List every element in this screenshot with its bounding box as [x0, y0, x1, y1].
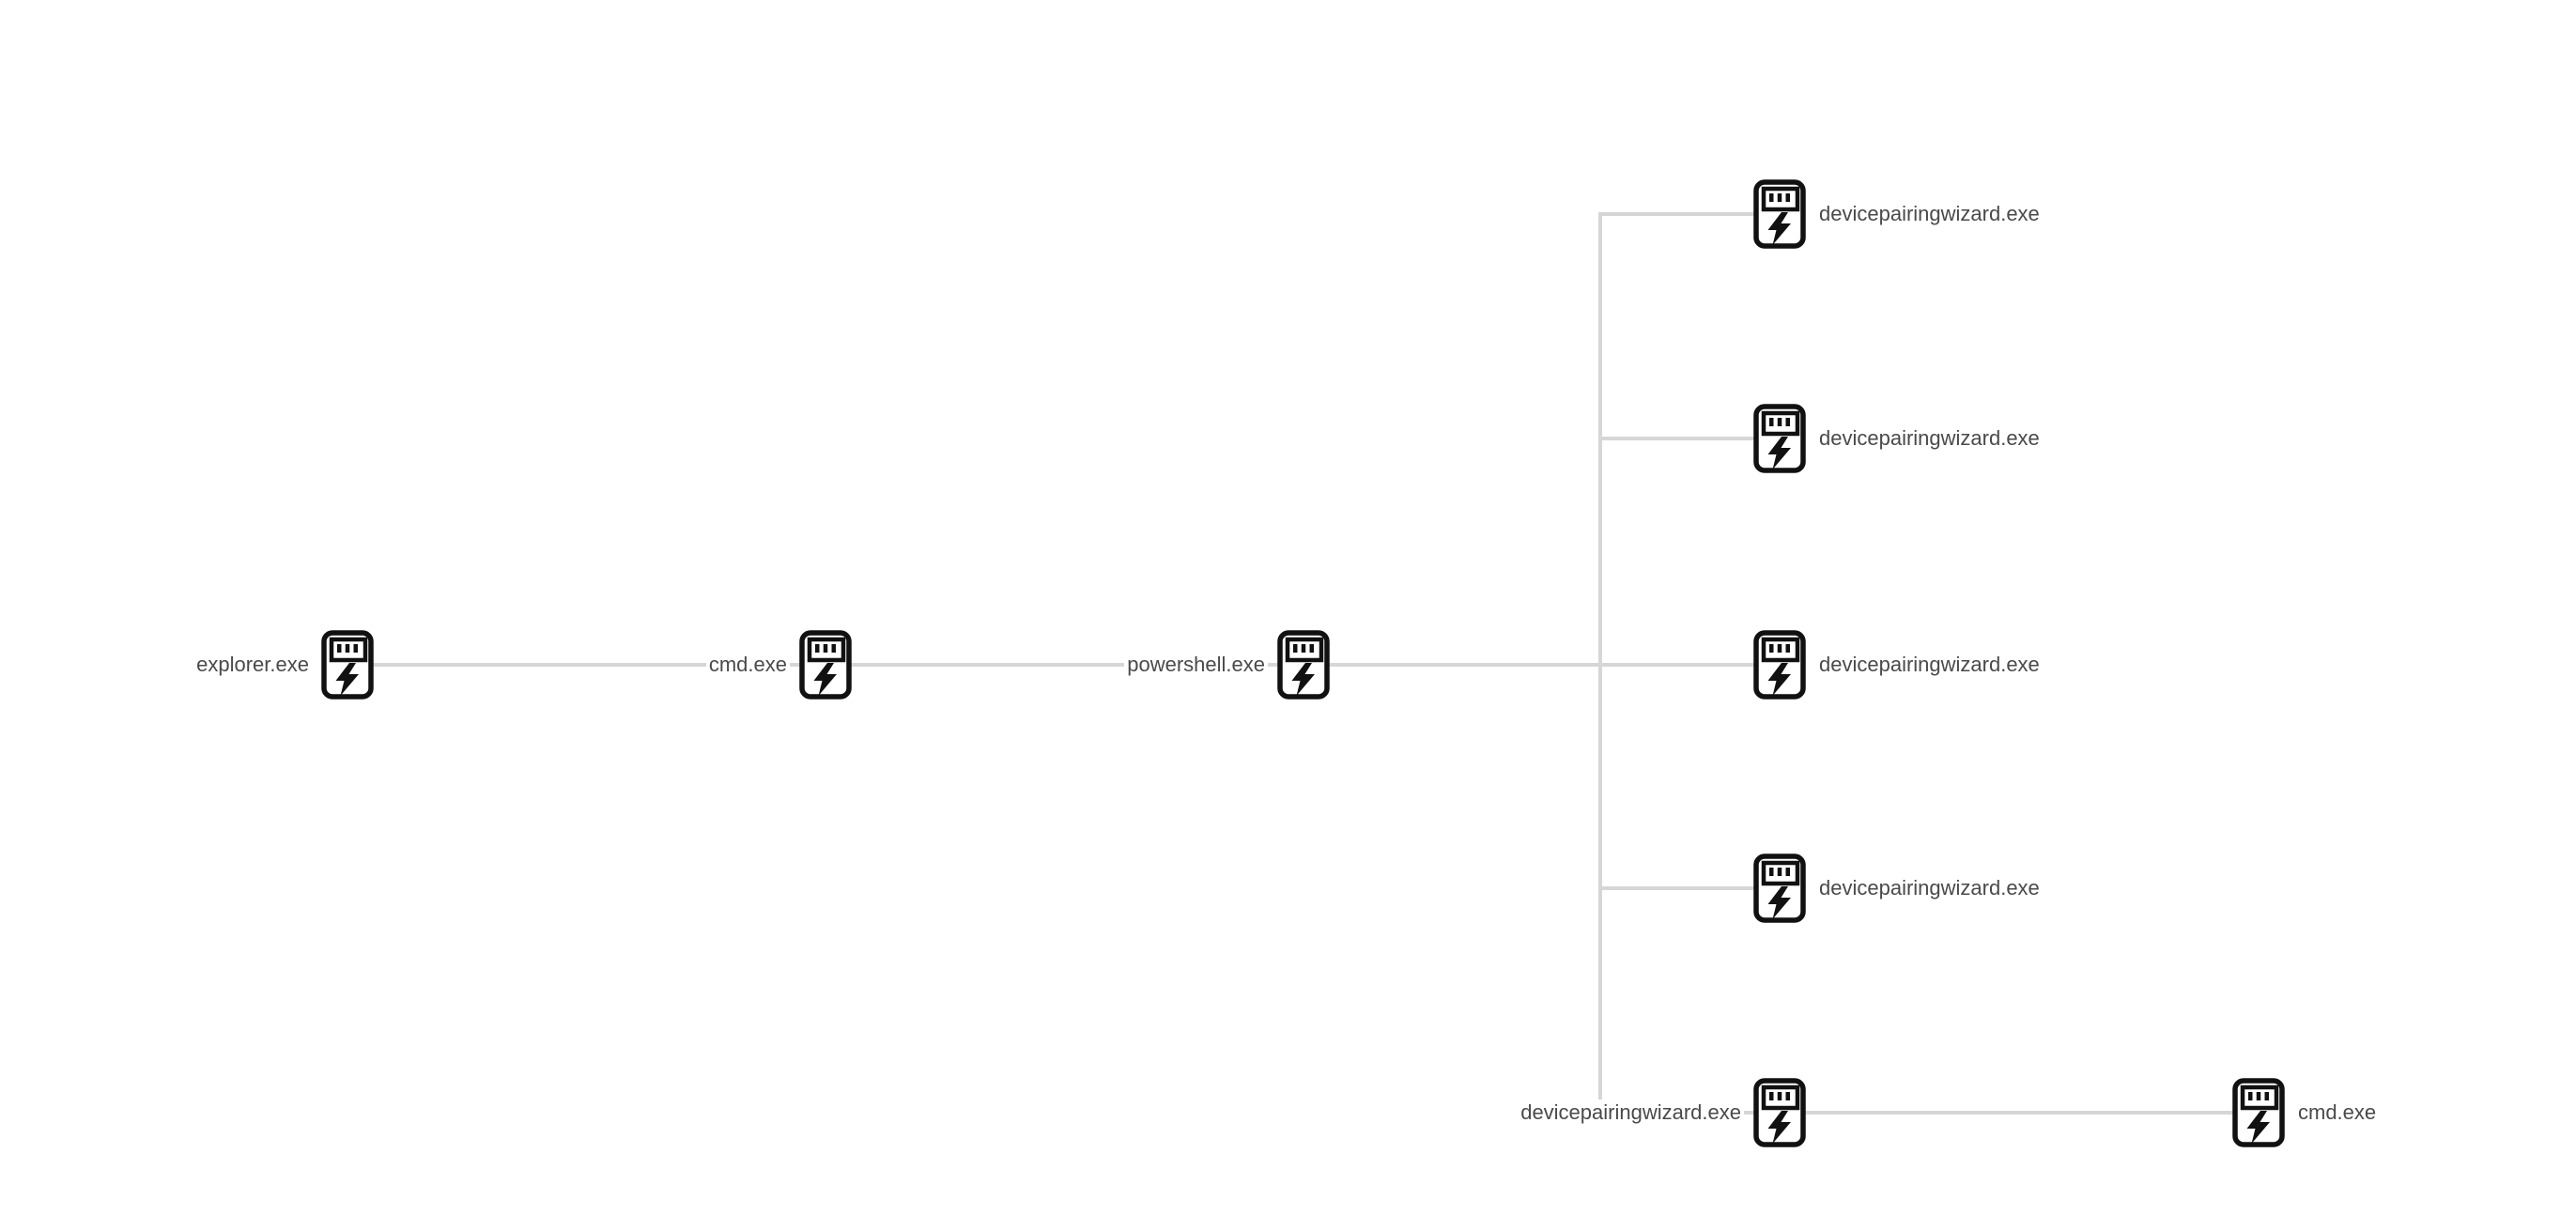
process-node-devicepairingwizard-3[interactable]: devicepairingwizard.exe — [1753, 630, 2043, 700]
edge-connector — [1598, 886, 1778, 890]
process-lightning-icon — [799, 630, 852, 700]
process-name-label: devicepairingwizard.exe — [1816, 652, 2043, 678]
edge-connector — [1598, 437, 1778, 440]
edge-connector — [346, 663, 1778, 667]
process-lightning-icon — [2232, 1078, 2285, 1147]
process-lightning-icon — [1753, 404, 1806, 473]
process-node-devicepairingwizard-4[interactable]: devicepairingwizard.exe — [1753, 854, 2043, 923]
process-name-label: devicepairingwizard.exe — [1816, 425, 2043, 452]
process-node-explorer[interactable]: explorer.exe — [193, 630, 374, 700]
edge-connector — [1598, 212, 1602, 1113]
process-lightning-icon — [321, 630, 374, 700]
process-name-label: cmd.exe — [2295, 1100, 2380, 1126]
edge-connector — [1598, 212, 1778, 216]
process-lightning-icon — [1277, 630, 1330, 700]
process-name-label: explorer.exe — [193, 652, 312, 678]
process-name-label: devicepairingwizard.exe — [1816, 201, 2043, 227]
process-node-cmd-2[interactable]: cmd.exe — [2232, 1078, 2380, 1147]
process-lightning-icon — [1753, 854, 1806, 923]
process-name-label: cmd.exe — [705, 652, 790, 678]
process-lightning-icon — [1753, 179, 1806, 249]
process-name-label: powershell.exe — [1124, 652, 1268, 678]
process-node-cmd-1[interactable]: cmd.exe — [705, 630, 852, 700]
process-node-devicepairingwizard-1[interactable]: devicepairingwizard.exe — [1753, 179, 2043, 249]
process-name-label: devicepairingwizard.exe — [1518, 1100, 1744, 1126]
process-name-label: devicepairingwizard.exe — [1816, 875, 2043, 901]
process-node-devicepairingwizard-2[interactable]: devicepairingwizard.exe — [1753, 404, 2043, 473]
process-lightning-icon — [1753, 1078, 1806, 1147]
edge-connector — [1598, 1111, 2257, 1115]
process-lightning-icon — [1753, 630, 1806, 700]
process-node-devicepairingwizard-5[interactable]: devicepairingwizard.exe — [1518, 1078, 1806, 1147]
process-node-powershell[interactable]: powershell.exe — [1124, 630, 1330, 700]
